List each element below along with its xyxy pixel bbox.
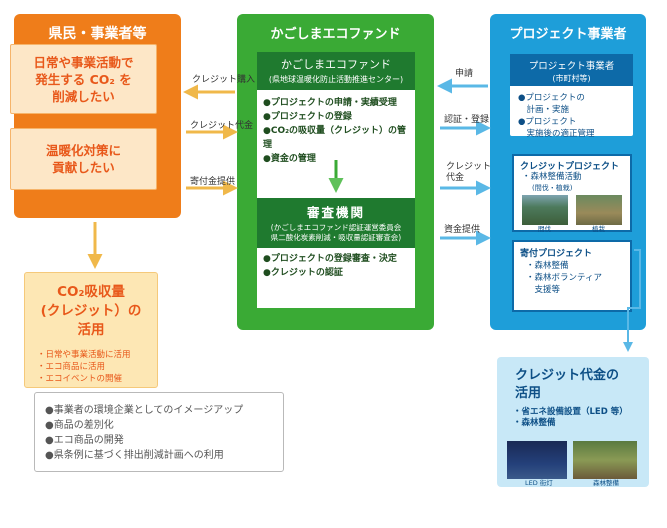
operators-item: ●プロジェクトの	[518, 93, 585, 103]
review-box: ●プロジェクトの登録審査・決定 ●クレジットの認証	[257, 248, 415, 308]
review-header: 審査機関 (かごしまエコファンド認証運営委員会 県二酸化炭素削減・吸収量認証審査…	[257, 198, 415, 248]
donation-project-item: 支援等	[526, 285, 561, 295]
fund-list: ●プロジェクトの申請・実績受理 ●プロジェクトの登録 ●CO₂の吸収量（クレジッ…	[263, 96, 415, 166]
donation-project-box: 寄付プロジェクト ・森林整備 ・森林ボランティア 支援等	[512, 240, 632, 312]
operators-item: 実施後の適正管理	[518, 129, 595, 139]
fund-header: かごしまエコファンド (県地球温暖化防止活動推進センター)	[257, 52, 415, 90]
center-title: かごしまエコファンド	[270, 27, 401, 42]
review-item: ●プロジェクトの登録審査・決定	[263, 254, 397, 264]
benefits-box: ●事業者の環境企業としてのイメージアップ ●商品の差別化 ●エコ商品の開発 ●県…	[34, 392, 284, 472]
fund-title: かごしまエコファンド	[281, 58, 391, 71]
credit-project-title: クレジットプロジェクト	[520, 162, 620, 172]
thinning-caption: 間伐	[538, 225, 551, 233]
planting-caption: 植栽	[592, 225, 605, 233]
fund-subtitle: (県地球温暖化防止活動推進センター)	[268, 75, 404, 84]
review-item: ●クレジットの認証	[263, 268, 343, 278]
fund-item: ●CO₂の吸収量（クレジット）の管理	[263, 126, 407, 150]
forest-maintenance-photo	[573, 441, 637, 479]
operators-box: プロジェクト事業者 (市町村等) ●プロジェクトの 計画・実施 ●プロジェクト …	[510, 54, 633, 139]
benefit-item: ●事業者の環境企業としてのイメージアップ	[45, 405, 244, 416]
label-certify-register: 認証・登録	[444, 115, 490, 125]
donation-project-title: 寄付プロジェクト	[520, 249, 593, 259]
credit-usage-box: クレジット代金の 活用 ・省エネ設備設置（LED 等） ・森林整備 LED 街灯…	[497, 357, 649, 487]
operators-subtitle: (市町村等)	[552, 74, 591, 83]
operators-list: ●プロジェクトの 計画・実施 ●プロジェクト 実施後の適正管理	[518, 92, 595, 140]
fund-item: ●資金の管理	[263, 154, 316, 164]
co2-usage-item: ・エコ商品に活用	[37, 362, 106, 372]
label-donation: 寄付金提供	[190, 177, 236, 187]
review-subtitle: (かごしまエコファンド認証運営委員会 県二酸化炭素削減・吸収量認証審査会)	[270, 223, 402, 242]
credit-usage-item: ・省エネ設備設置（LED 等）	[513, 407, 628, 417]
benefit-item: ●県条例に基づく排出削減計画への利用	[45, 450, 224, 461]
led-streetlight-caption: LED 街灯	[525, 479, 553, 487]
donation-project-list: ・森林整備 ・森林ボランティア 支援等	[526, 260, 602, 296]
residents-need-reduce-text: 日常や事業活動で 発生する CO₂ を 削減したい	[33, 54, 134, 104]
credit-project-item: ・森林整備活動	[522, 172, 582, 182]
label-credit-payment: クレジット代金	[190, 121, 254, 131]
operators-item: ●プロジェクト	[518, 117, 577, 127]
thinning-photo	[522, 195, 568, 225]
planting-photo	[576, 195, 622, 225]
co2-usage-item: ・エコイベントの開催	[37, 374, 123, 384]
co2-usage-box: CO₂吸収量 (クレジット）の 活用 ・日常や事業活動に活用 ・エコ商品に活用 …	[24, 272, 158, 388]
benefit-item: ●商品の差別化	[45, 420, 114, 431]
label-credit-purchase: クレジット購入	[192, 75, 256, 85]
forest-maintenance-caption: 森林整備	[593, 479, 619, 487]
operators-header: プロジェクト事業者 (市町村等)	[510, 54, 633, 86]
arrow-to-usage	[623, 249, 641, 352]
residents-title: 県民・事業者等	[48, 26, 147, 42]
label-fund-provision: 資金提供	[444, 225, 481, 235]
co2-usage-title: CO₂吸収量 (クレジット）の 活用	[40, 284, 142, 338]
fund-item: ●プロジェクトの登録	[263, 112, 352, 122]
residents-need-contribute-text: 温暖化対策に 貢献したい	[45, 143, 121, 175]
operators-title: プロジェクト事業者	[528, 61, 615, 72]
donation-project-item: ・森林ボランティア	[526, 273, 602, 283]
led-streetlight-photo	[507, 441, 567, 479]
residents-need-reduce: 日常や事業活動で 発生する CO₂ を 削減したい	[10, 44, 157, 114]
credit-usage-item: ・森林整備	[513, 418, 556, 428]
donation-project-item: ・森林整備	[526, 261, 569, 271]
co2-usage-list: ・日常や事業活動に活用 ・エコ商品に活用 ・エコイベントの開催	[37, 349, 131, 385]
fund-box: かごしまエコファンド (県地球温暖化防止活動推進センター) ●プロジェクトの申請…	[257, 52, 415, 262]
fund-item: ●プロジェクトの申請・実績受理	[263, 98, 397, 108]
label-credit-payment-right: クレジット 代金	[446, 162, 492, 183]
credit-project-subitem: (間伐・植栽)	[532, 184, 573, 192]
credit-usage-list: ・省エネ設備設置（LED 等） ・森林整備	[513, 407, 628, 429]
credit-usage-title: クレジット代金の 活用	[515, 368, 620, 401]
review-list: ●プロジェクトの登録審査・決定 ●クレジットの認証	[263, 252, 397, 280]
benefit-item: ●エコ商品の開発	[45, 435, 124, 446]
residents-need-contribute: 温暖化対策に 貢献したい	[10, 128, 157, 190]
project-operators-title: プロジェクト事業者	[509, 27, 627, 42]
label-application: 申請	[455, 69, 474, 79]
credit-project-box: クレジットプロジェクト ・森林整備活動 (間伐・植栽) 間伐 植栽	[512, 154, 632, 233]
operators-item: 計画・実施	[518, 105, 570, 115]
review-title: 審査機関	[306, 205, 365, 220]
benefits-list: ●事業者の環境企業としてのイメージアップ ●商品の差別化 ●エコ商品の開発 ●県…	[45, 403, 243, 463]
co2-usage-item: ・日常や事業活動に活用	[37, 350, 131, 360]
